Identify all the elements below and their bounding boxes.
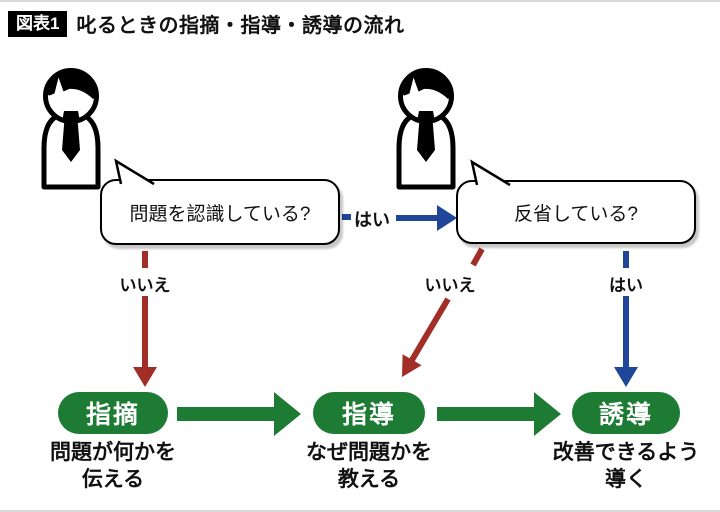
step-description-1: 問題が何かを 伝える	[23, 439, 203, 494]
figure-number-badge: 図表1	[8, 10, 68, 37]
down-arrow-icon	[614, 296, 638, 387]
step-description-2: なぜ問題かを 教える	[279, 439, 459, 494]
desc-line: 教える	[337, 468, 401, 492]
person-icon	[41, 68, 101, 190]
figure-header: 図表1 叱るときの指摘・指導・誘導の流れ	[8, 9, 404, 38]
desc-line: 問題が何かを	[50, 441, 176, 464]
speech-tail-icon	[470, 159, 511, 187]
step-label: 誘導	[598, 401, 653, 429]
step-description-3: 改善できるよう 導く	[536, 439, 716, 494]
step-box-shiteki: 指摘	[58, 392, 168, 434]
step-label: 指導	[341, 401, 396, 429]
step-box-yudo: 誘導	[572, 392, 680, 434]
step-box-shido: 指導	[313, 392, 425, 434]
question-text: 問題を認識している?	[129, 203, 311, 225]
label-yes-between: はい	[354, 210, 390, 230]
question-text: 反省している?	[514, 203, 638, 225]
step-label: 指摘	[85, 401, 140, 429]
down-arrow-icon	[133, 296, 157, 387]
desc-line: 導く	[605, 468, 647, 492]
figure-title: 叱るときの指摘・指導・誘導の流れ	[76, 15, 405, 37]
desc-line: なぜ問題かを	[306, 441, 432, 464]
diagonal-down-arrow-icon	[402, 247, 485, 377]
desc-line: 伝える	[81, 468, 145, 492]
green-arrow-icon	[437, 392, 561, 436]
label-no-mid: いいえ	[424, 276, 476, 295]
right-arrow-icon	[396, 205, 457, 231]
yes-dash	[623, 251, 629, 268]
speech-tail-icon	[114, 158, 155, 186]
green-arrow-icon	[177, 392, 301, 436]
person-icon	[396, 68, 456, 190]
question-bubble-2: 反省している?	[456, 159, 696, 244]
desc-line: 改善できるよう	[552, 441, 700, 464]
question-bubble-1: 問題を認識している?	[100, 158, 340, 245]
label-yes-right: はい	[609, 276, 643, 295]
no-dash	[142, 251, 148, 268]
yes-dash	[342, 214, 351, 220]
label-no-left: いいえ	[119, 276, 171, 295]
